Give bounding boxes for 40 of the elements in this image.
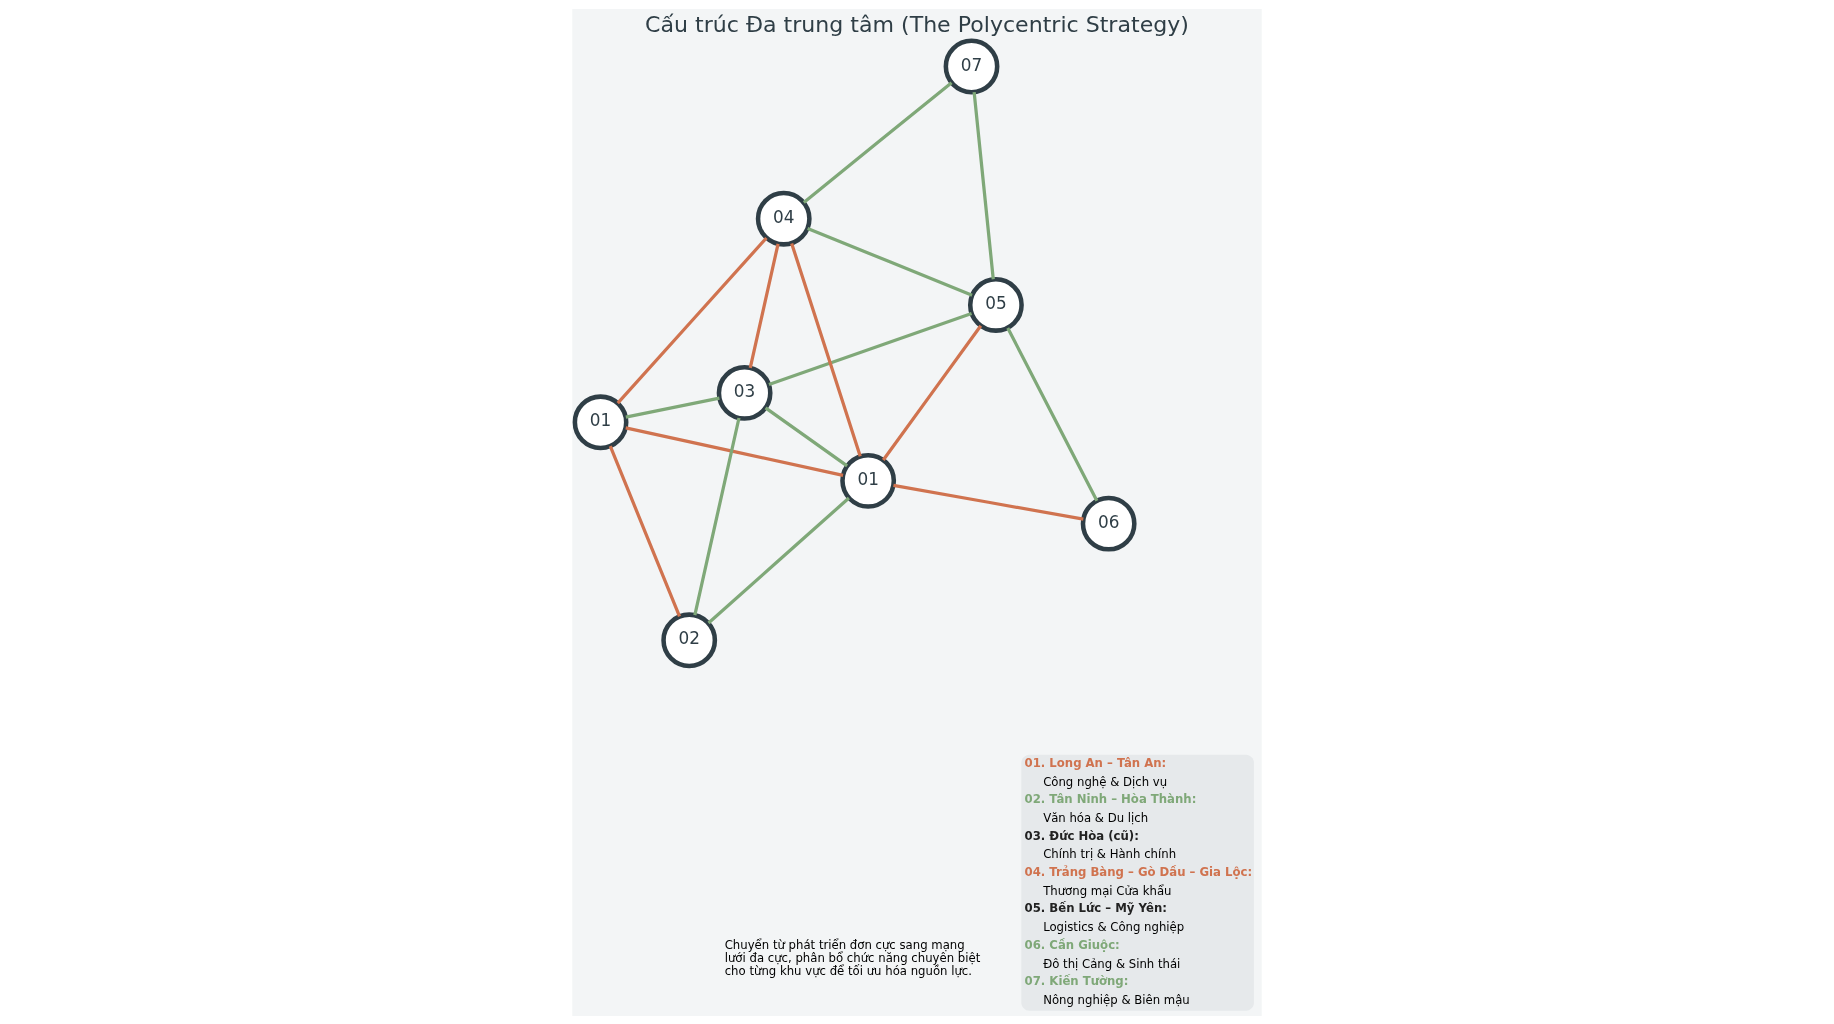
label: Chuyển từ phát triển đơn cực sang mạng lưới đa cực, phân bổ chức năng chuyên biệt cho từng khu vực để tối ưu hóa nguồn lực.: [724, 937, 981, 978]
label: Thương mại Cửa khẩu: [1043, 883, 1172, 898]
node-circle: 04: [755, 190, 812, 247]
label: 06. Cần Giuộc:: [1024, 937, 1120, 952]
label: Nông nghiệp & Biên mậu: [1043, 992, 1190, 1007]
connector: [764, 406, 849, 467]
label: 02. Tân Ninh – Hòa Thành:: [1024, 791, 1197, 806]
connector: [972, 91, 995, 279]
connector: [625, 395, 720, 419]
label: 01. Long An – Tân An:: [1024, 755, 1167, 770]
label: Logistics & Công nghiệp: [1043, 919, 1185, 934]
connector: [893, 483, 1084, 521]
connector: [790, 242, 862, 457]
label: 07. Kiến Tường:: [1024, 973, 1129, 988]
node-circle: 06: [1080, 495, 1137, 552]
connector: [693, 417, 741, 615]
label: 05. Bến Lức – Mỹ Yên:: [1024, 900, 1167, 915]
label: 03. Đức Hòa (cũ):: [1024, 828, 1139, 843]
diagram-title: Cấu trúc Đa trung tâm (The Polycentric Strategy): [645, 10, 1189, 37]
node-circle: 01: [840, 452, 897, 509]
connector: [802, 80, 953, 204]
label: Công nghệ & Dịch vụ: [1043, 774, 1168, 789]
label: Đô thị Cảng & Sinh thái: [1043, 956, 1181, 971]
node-circle: 02: [661, 611, 718, 668]
connector: [882, 324, 983, 461]
connector: [768, 311, 973, 386]
node-circle: 03: [716, 364, 773, 421]
node-circle: 05: [967, 276, 1024, 333]
connector: [608, 445, 681, 617]
connector: [616, 236, 768, 404]
label: 04. Trảng Bàng – Gò Dầu – Gia Lộc:: [1024, 864, 1253, 879]
label: Văn hóa & Du lịch: [1043, 810, 1149, 825]
node-circle: 07: [943, 38, 1000, 94]
connector: [807, 226, 973, 297]
label: Chính trị & Hành chính: [1043, 846, 1177, 861]
node-circle: 01: [572, 393, 629, 450]
connector: [1006, 326, 1099, 502]
connector: [748, 243, 780, 368]
connector: [625, 425, 844, 477]
connector: [707, 496, 850, 624]
